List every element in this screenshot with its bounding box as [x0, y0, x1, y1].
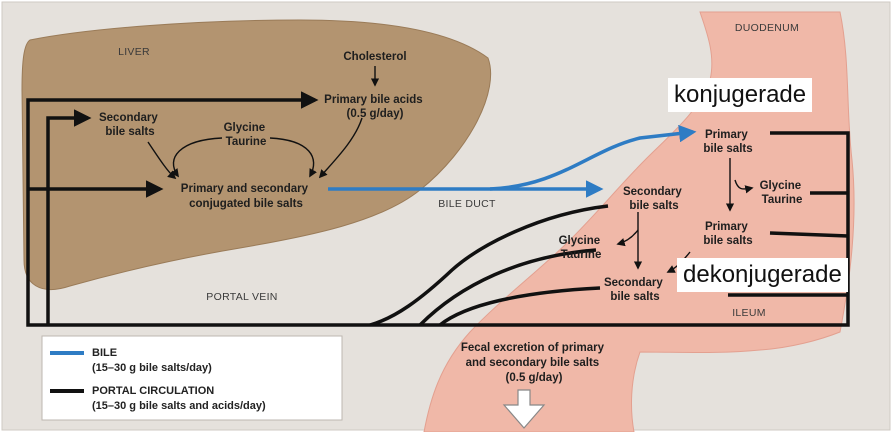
cholesterol-label: Cholesterol [343, 51, 406, 63]
intestine-shape [423, 11, 855, 432]
liver-label: LIVER [118, 46, 150, 58]
reaction-arrows [147, 66, 754, 273]
ileum-label: ILEUM [732, 307, 766, 319]
legend: BILE (15–30 g bile salts/day) PORTAL CIR… [41, 335, 343, 421]
secondary-bile-salts-liver-label: Secondary bile salts [99, 112, 161, 138]
legend-portal-text: PORTAL CIRCULATION (15–30 g bile salts a… [92, 385, 266, 412]
portal-vein-label: PORTAL VEIN [206, 291, 277, 303]
glycine-taurine-liver-label: Glycine Taurine [224, 122, 269, 148]
konjugerade-annotation: konjugerade [668, 78, 813, 112]
bile-duct-label: BILE DUCT [438, 198, 496, 210]
secondary-bile-salts-intestine-label: Secondary bile salts [623, 186, 685, 212]
dekonjugerade-annotation: dekonjugerade [677, 258, 848, 292]
portal-circulation-lines [26, 91, 850, 327]
primary-bile-salts-lower-label: Primary bile salts [703, 221, 752, 247]
glycine-taurine-right-label: Glycine Taurine [760, 180, 805, 206]
fecal-excretion-label: Fecal excretion of primary and secondary… [461, 342, 607, 384]
glycine-taurine-mid-label: Glycine Taurine [559, 235, 604, 261]
primary-bile-salts-duodenum-label: Primary bile salts [703, 129, 752, 155]
duodenum-label: DUODENUM [735, 22, 799, 34]
conjugated-bile-salts-label: Primary and secondary conjugated bile sa… [181, 183, 311, 210]
liver-shape [21, 19, 492, 291]
primary-bile-acids-label: Primary bile acids (0.5 g/day) [324, 94, 426, 120]
legend-bile-text: BILE (15–30 g bile salts/day) [92, 347, 212, 374]
fecal-excretion-arrow-icon [502, 389, 546, 429]
bile-duct-line [328, 124, 697, 198]
secondary-bile-salts-lower-label: Secondary bile salts [604, 277, 666, 303]
